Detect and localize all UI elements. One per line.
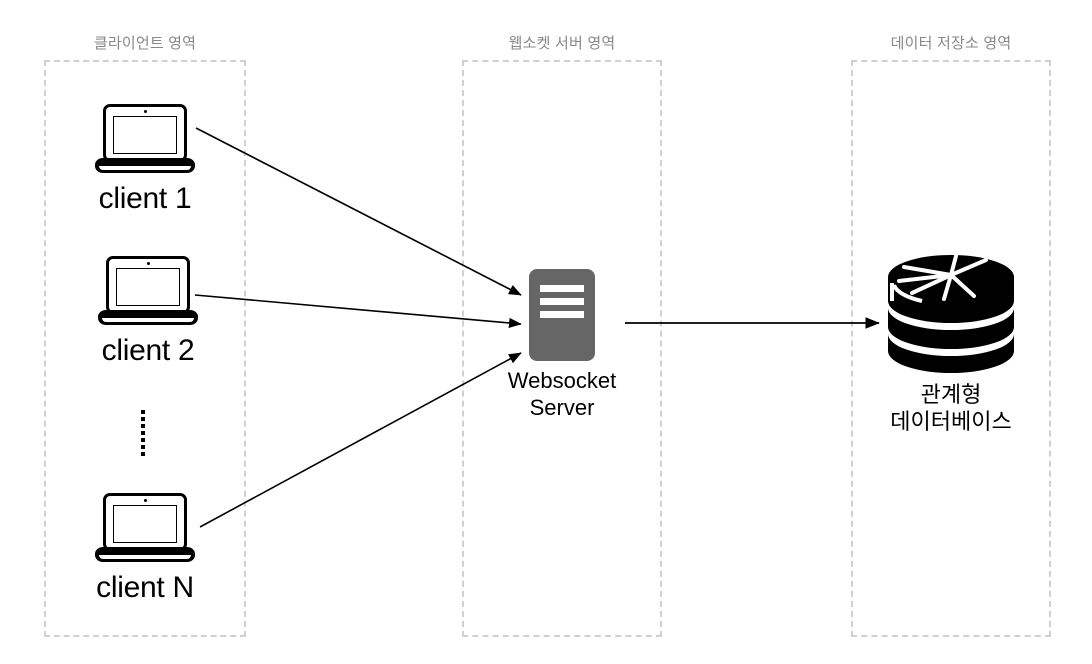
node-client-n[interactable]: client N bbox=[95, 493, 195, 604]
laptop-icon bbox=[95, 493, 195, 565]
laptop-camera-icon bbox=[143, 499, 147, 502]
client-n-label: client N bbox=[96, 571, 194, 604]
laptop-screen bbox=[113, 505, 177, 543]
zone-websocket bbox=[462, 60, 662, 637]
laptop-icon bbox=[98, 256, 198, 328]
node-websocket-server[interactable]: Websocket Server bbox=[508, 269, 616, 420]
relational-database-label-line2: 데이터베이스 bbox=[890, 409, 1012, 434]
laptop-lid bbox=[103, 104, 187, 162]
websocket-server-label: Websocket Server bbox=[508, 367, 616, 421]
laptop-camera-icon bbox=[143, 110, 147, 113]
server-bar-3 bbox=[540, 311, 584, 318]
node-client-2[interactable]: client 2 bbox=[98, 256, 198, 367]
laptop-screen bbox=[113, 116, 177, 154]
relational-database-label: 관계형 데이터베이스 bbox=[890, 381, 1011, 435]
server-bar-1 bbox=[540, 285, 584, 292]
client-1-label: client 1 bbox=[98, 182, 192, 215]
relational-database-label-line1: 관계형 bbox=[920, 382, 982, 407]
laptop-camera-icon bbox=[146, 262, 150, 265]
laptop-lid bbox=[103, 493, 187, 551]
node-relational-database[interactable]: 관계형 데이터베이스 bbox=[882, 254, 1020, 434]
database-cylinder-icon bbox=[888, 254, 1014, 380]
zone-label-client: 클라이언트 영역 bbox=[93, 35, 197, 52]
laptop-screen bbox=[116, 268, 180, 306]
node-client-1[interactable]: client 1 bbox=[95, 104, 195, 215]
websocket-server-label-line2: Server bbox=[529, 395, 595, 420]
laptop-base bbox=[95, 158, 195, 173]
laptop-base bbox=[95, 547, 195, 562]
websocket-server-label-line1: Websocket bbox=[507, 368, 617, 393]
zone-storage bbox=[851, 60, 1051, 637]
laptop-base bbox=[98, 310, 198, 325]
server-bar-2 bbox=[540, 298, 584, 305]
laptop-icon bbox=[95, 104, 195, 176]
vertical-ellipsis-icon bbox=[141, 410, 145, 456]
zone-client bbox=[44, 60, 246, 637]
zone-label-websocket: 웹소켓 서버 영역 bbox=[508, 35, 616, 52]
server-icon bbox=[529, 269, 595, 361]
client-2-label: client 2 bbox=[101, 334, 195, 367]
laptop-lid bbox=[106, 256, 190, 314]
zone-label-storage: 데이터 저장소 영역 bbox=[890, 35, 1012, 52]
